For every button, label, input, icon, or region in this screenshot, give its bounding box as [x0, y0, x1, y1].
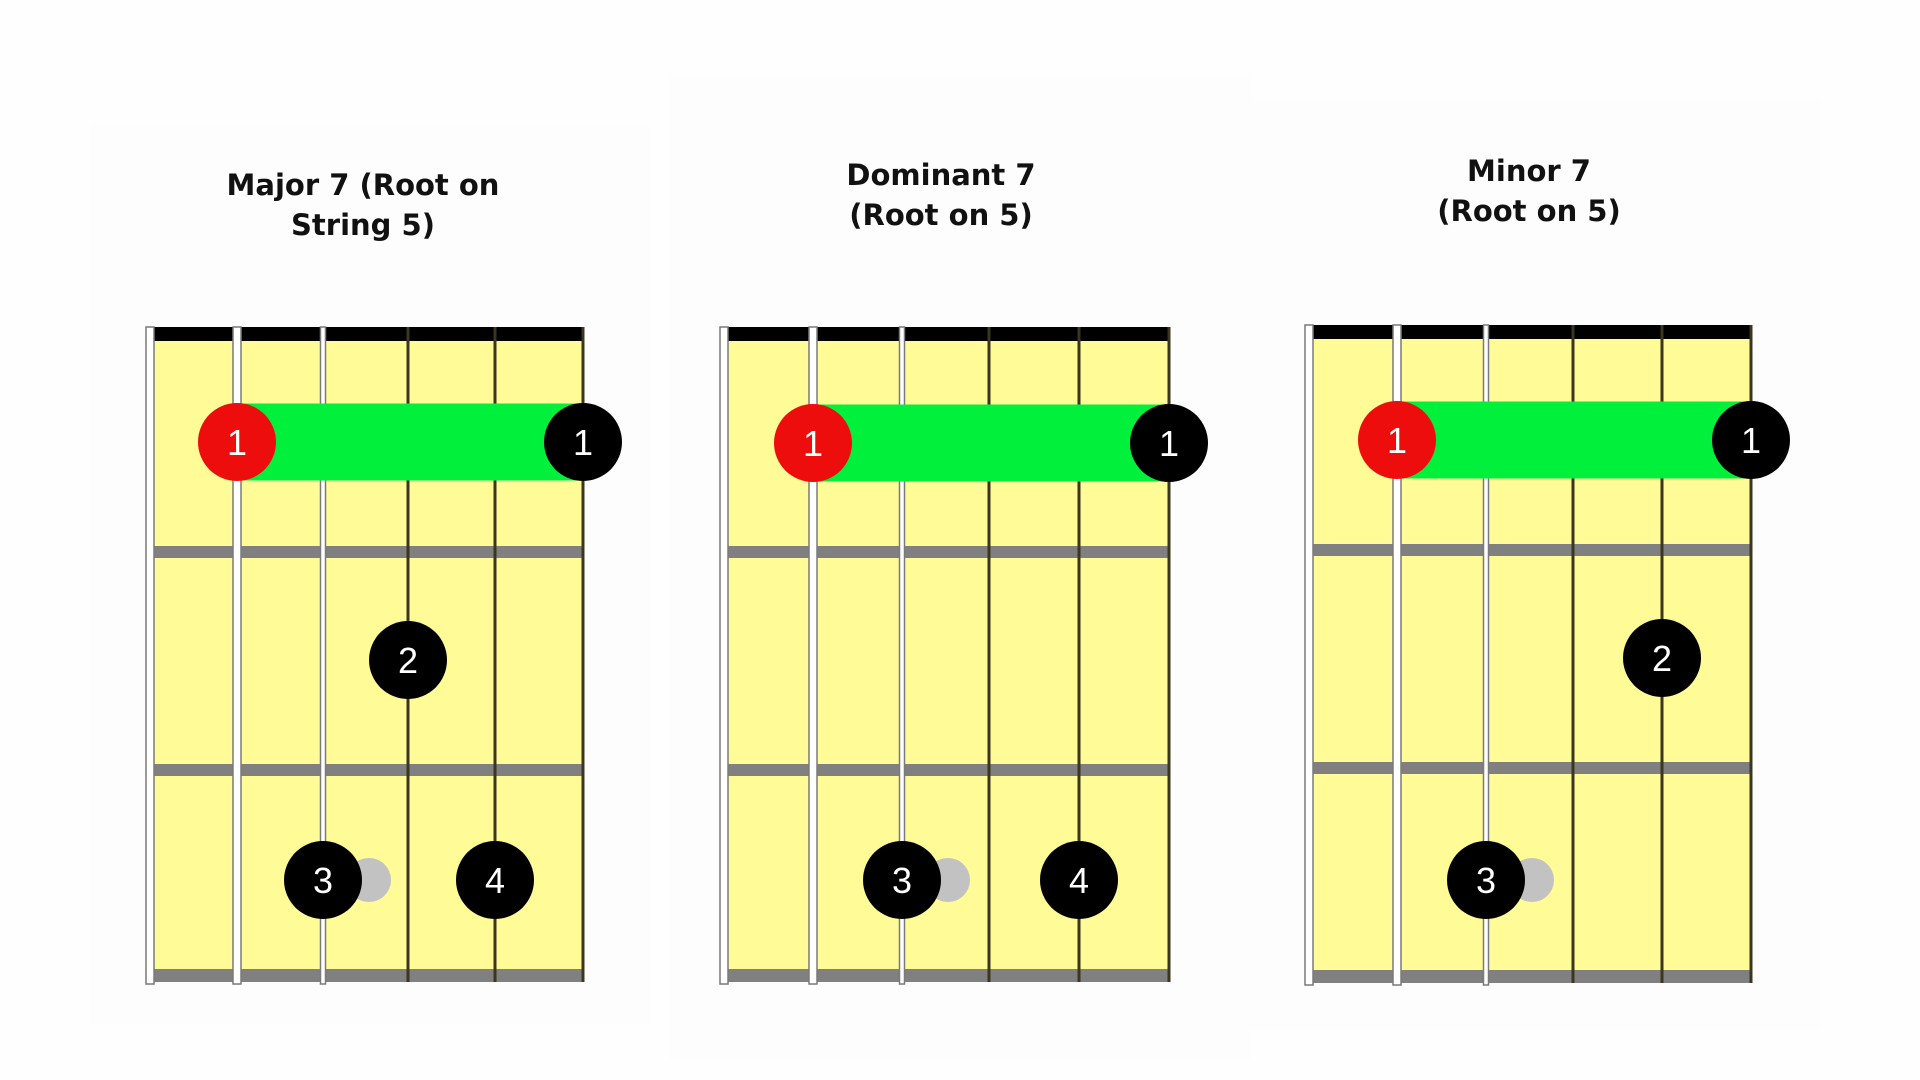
fretboard-major7: 1 1 2 3 4	[145, 326, 622, 985]
finger-number: 4	[1069, 860, 1089, 901]
title-line-1: Dominant 7	[846, 158, 1036, 192]
fret-2	[724, 764, 1169, 776]
finger-dot-2	[369, 621, 447, 699]
finger-number: 3	[313, 860, 333, 901]
finger-number: 1	[1741, 420, 1761, 461]
title-line-2: (Root on 5)	[849, 198, 1033, 232]
fretboard-minor7: 1 1 2 3	[1304, 324, 1790, 986]
string-6	[145, 326, 155, 985]
fret-2	[1309, 762, 1751, 774]
finger-dot-1	[1130, 404, 1208, 482]
string-3	[1571, 325, 1575, 983]
finger-dot-2	[1623, 619, 1701, 697]
finger-number: 1	[227, 422, 247, 463]
root-note-dot	[198, 403, 276, 481]
nut	[150, 327, 583, 341]
fret-1	[150, 546, 583, 558]
string-2	[493, 327, 497, 982]
string-5	[808, 326, 818, 985]
fret-bottom	[150, 969, 583, 982]
fret-2	[150, 764, 583, 776]
finger-dot-3	[863, 841, 941, 919]
finger-dot-4	[456, 841, 534, 919]
chord-title-dominant7: Dominant 7 (Root on 5)	[741, 155, 1141, 235]
finger-number: 4	[485, 860, 505, 901]
string-1	[1167, 327, 1171, 982]
barre-bar	[813, 404, 1169, 482]
finger-number: 2	[1652, 638, 1672, 679]
barre-bar	[237, 403, 583, 481]
string-3	[987, 327, 991, 982]
string-6	[1304, 324, 1314, 986]
finger-dot-1	[1712, 401, 1790, 479]
string-4	[1482, 324, 1490, 986]
title-line-2: (Root on 5)	[1437, 194, 1621, 228]
finger-dot-4	[1040, 841, 1118, 919]
fret-bottom	[724, 969, 1169, 982]
finger-number: 1	[573, 422, 593, 463]
fret-bottom	[1309, 970, 1751, 983]
finger-dot-1	[544, 403, 622, 481]
root-note-dot	[774, 404, 852, 482]
finger-number: 3	[892, 860, 912, 901]
fretboard-dominant7: 1 1 3 4	[719, 326, 1208, 985]
string-4	[898, 326, 906, 985]
chord-title-major7: Major 7 (Root on String 5)	[163, 165, 563, 245]
string-5	[1392, 324, 1402, 986]
root-note-dot	[1358, 401, 1436, 479]
finger-dot-3	[284, 841, 362, 919]
fret-1	[724, 546, 1169, 558]
string-1	[581, 327, 585, 982]
finger-dot-3	[1447, 841, 1525, 919]
finger-number: 1	[803, 423, 823, 464]
barre-bar	[1397, 401, 1751, 479]
nut	[1309, 325, 1751, 339]
string-1	[1749, 325, 1753, 983]
string-6	[719, 326, 729, 985]
title-line-1: Major 7 (Root on	[226, 168, 500, 202]
chord-title-minor7: Minor 7 (Root on 5)	[1329, 151, 1729, 231]
finger-number: 1	[1159, 423, 1179, 464]
nut	[724, 327, 1169, 341]
finger-number: 2	[398, 640, 418, 681]
finger-number: 1	[1387, 420, 1407, 461]
finger-number: 3	[1476, 860, 1496, 901]
string-2	[1077, 327, 1081, 982]
string-4	[319, 326, 327, 985]
title-line-1: Minor 7	[1467, 154, 1591, 188]
title-line-2: String 5)	[291, 208, 435, 242]
fret-1	[1309, 544, 1751, 556]
string-5	[232, 326, 242, 985]
